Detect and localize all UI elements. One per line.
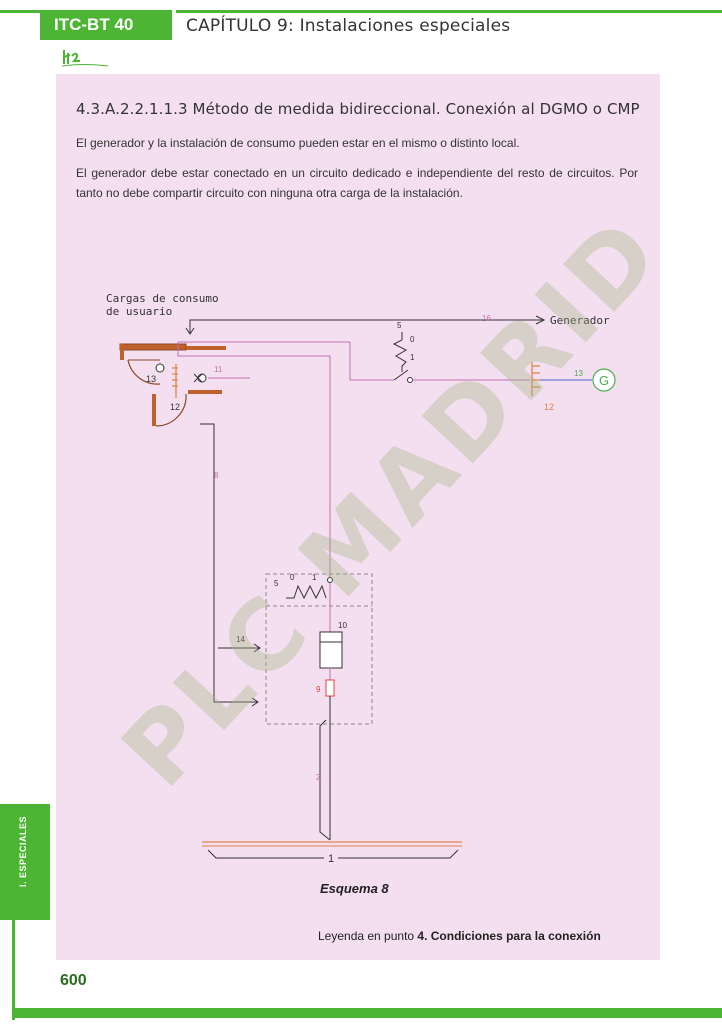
side-tab: I. ESPECIALES [0,804,50,920]
page-header: ITC-BT 40 CAPÍTULO 9: Instalaciones espe… [0,0,722,42]
n10: 10 [338,621,347,630]
footer-rule [12,1008,722,1018]
n12-gen: 12 [544,402,554,412]
wiring-diagram: Cargas de consumo de usuario Generador 1… [106,292,616,865]
diagram-caption: Esquema 8 [320,881,389,896]
label-usuario: de usuario [106,305,172,318]
n11: 11 [214,365,223,374]
n5-top: 5 [397,321,402,330]
legend-link: 4. Condiciones para la conexión [417,929,601,943]
logo-icon [61,50,109,67]
n13-gen: 13 [574,369,583,378]
page-number: 600 [60,972,87,989]
section-heading: 4.3.A.2.2.1.1.3 Método de medida bidirec… [76,100,640,118]
generator-symbol: G [599,373,609,388]
n2: 2 [316,773,321,782]
n1-bus: 1 [328,853,334,865]
paragraph-2: El generador debe estar conectado en un … [76,166,638,200]
chapter-title: CAPÍTULO 9: Instalaciones especiales [186,16,511,36]
label-cargas: Cargas de consumo [106,292,219,305]
label-generador: Generador [550,314,610,327]
n1-top: 1 [410,353,415,362]
n8: 8 [214,471,219,480]
side-tab-label: I. ESPECIALES [18,816,28,888]
legend-note: Leyenda en punto 4. Condiciones para la … [318,929,601,943]
n14: 14 [236,635,245,644]
paragraph-1: El generador y la instalación de consumo… [76,136,520,150]
n12-box: 12 [170,402,180,412]
n13-box: 13 [146,374,156,384]
s0-top: 0 [410,335,415,344]
n1-meter: 1 [312,573,317,582]
itc-tag: ITC-BT 40 [40,10,172,40]
chapter-rule [176,10,722,40]
content-panel [56,74,660,960]
n5-meter: 5 [274,579,279,588]
side-rule [12,920,15,1020]
n9: 9 [316,685,321,694]
legend-prefix: Leyenda en punto [318,929,418,943]
s0-meter: 0 [290,573,295,582]
n16: 16 [482,314,491,323]
header-rule-left [0,10,40,13]
